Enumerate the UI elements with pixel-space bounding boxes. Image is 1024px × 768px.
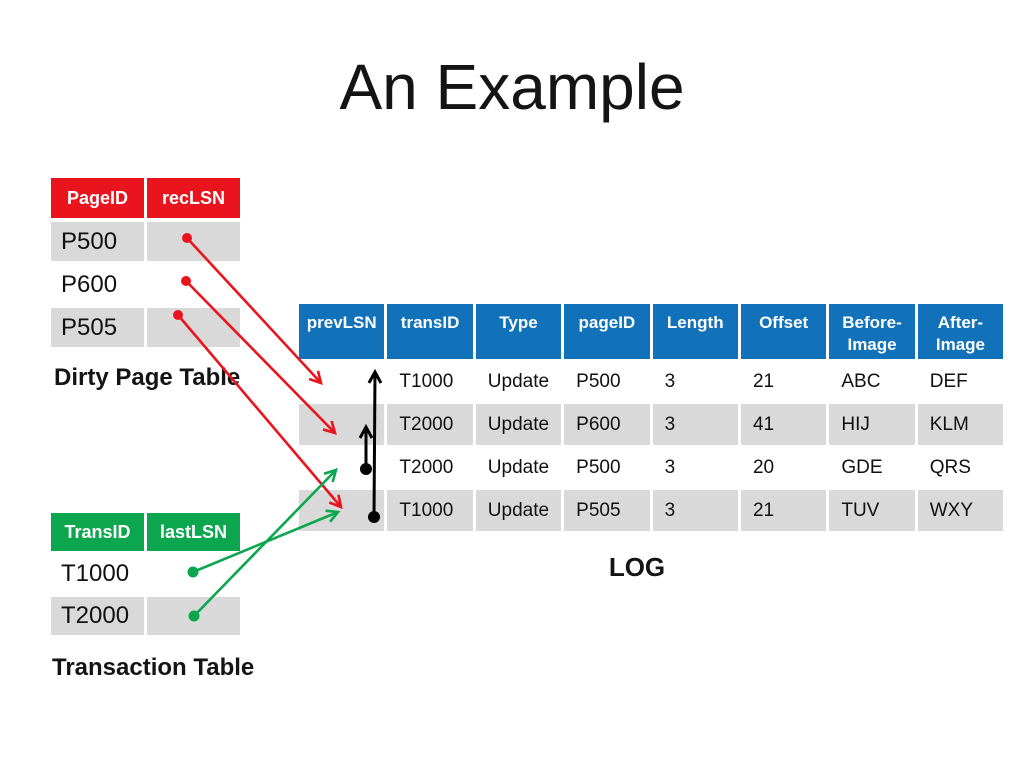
dpt-cell-reclsn [147,222,240,261]
log-col-header-length: Length [652,304,738,359]
log-cell-before: ABC [829,361,915,402]
log-table: prevLSN transID Type pageID Length Offse… [299,304,1004,531]
slide-title: An Example [339,51,685,123]
log-cell-before: GDE [829,447,915,488]
log-cell-pageid: P500 [564,361,650,402]
log-cell-transid: T1000 [387,490,473,531]
log-cell-transid: T2000 [387,404,473,445]
dpt-cell-pageid: P505 [51,308,144,347]
log-cell-pageid: P600 [564,404,650,445]
log-cell-after: QRS [917,447,1004,488]
log-cell-offset: 20 [740,447,827,488]
log-cell-type: Update [475,361,562,402]
log-cell-type: Update [475,404,562,445]
log-cell-before: TUV [829,490,915,531]
dpt-cell-reclsn [147,308,240,347]
tt-cell-lastlsn [147,555,240,593]
log-cell-type: Update [475,490,562,531]
log-col-header-transid: transID [387,304,473,359]
log-cell-after: DEF [917,361,1004,402]
log-col-header-pageid: pageID [564,304,650,359]
log-table-label: LOG [608,552,666,582]
log-col-header-type: Type [475,304,562,359]
dpt-col-header-pageid: PageID [51,178,144,218]
log-cell-offset: 21 [740,490,827,531]
tt-col-header-transid: TransID [51,513,144,551]
log-cell-transid: T1000 [387,361,473,402]
tt-cell-transid: T1000 [51,555,144,593]
log-cell-after: WXY [917,490,1004,531]
log-cell-pageid: P505 [564,490,650,531]
transaction-table: TransID lastLSN T1000 T2000 [51,513,240,635]
dpt-cell-pageid: P600 [51,265,144,304]
log-cell-pageid: P500 [564,447,650,488]
log-cell-length: 3 [652,490,738,531]
log-cell-after: KLM [917,404,1004,445]
log-col-header-offset: Offset [740,304,827,359]
log-cell-transid: T2000 [387,447,473,488]
dirty-page-table-label: Dirty Page Table [54,364,241,391]
log-cell-before: HIJ [829,404,915,445]
dirty-page-table: PageID recLSN P500 P600 P505 [51,178,240,347]
log-cell-prevlsn [299,361,385,402]
log-cell-prevlsn [299,490,385,531]
log-cell-prevlsn [299,447,385,488]
dpt-cell-reclsn [147,265,240,304]
log-col-header-prevlsn: prevLSN [299,304,385,359]
tt-cell-transid: T2000 [51,597,144,635]
dpt-col-header-reclsn: recLSN [147,178,240,218]
log-col-header-before-image: Before-Image [829,304,915,359]
log-cell-offset: 21 [740,361,827,402]
log-cell-prevlsn [299,404,385,445]
log-cell-length: 3 [652,447,738,488]
tt-cell-lastlsn [147,597,240,635]
log-cell-offset: 41 [740,404,827,445]
dpt-cell-pageid: P500 [51,222,144,261]
log-cell-length: 3 [652,361,738,402]
log-cell-length: 3 [652,404,738,445]
log-col-header-after-image: After-Image [917,304,1004,359]
log-cell-type: Update [475,447,562,488]
tt-col-header-lastlsn: lastLSN [147,513,240,551]
transaction-table-label: Transaction Table [52,654,255,681]
